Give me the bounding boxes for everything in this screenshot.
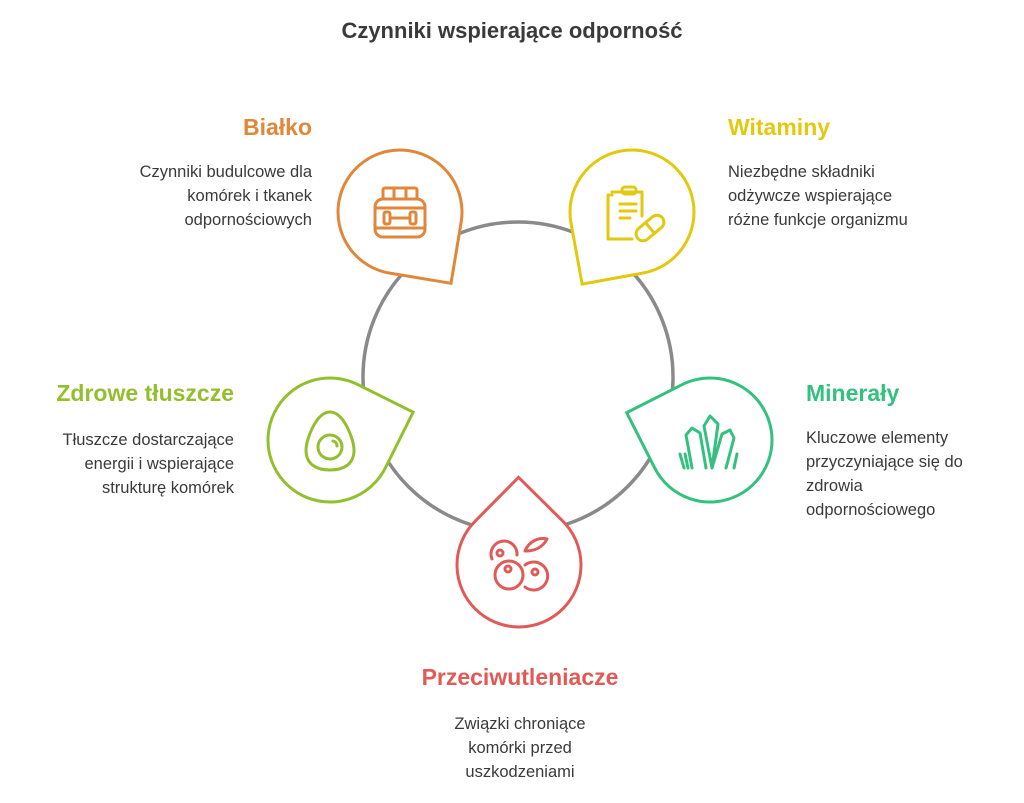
teardrop-shape [336,148,464,286]
teardrop-shape [624,376,774,504]
node-tluszcze [266,376,416,504]
desc-line: Niezbędne składniki [728,163,875,181]
teardrop-shape [266,376,416,504]
desc-line: Tłuszcze dostarczające [62,431,235,449]
clipboard-pill-icon [606,185,666,243]
diagram-title: Czynniki wspierające odporność [341,18,683,43]
label-bialko: Białko [242,114,312,140]
avocado-icon [304,410,356,472]
label-zdrowe-tluszcze: Zdrowe tłuszcze [56,380,234,406]
label-witaminy: Witaminy [728,114,831,140]
berries-icon [489,537,550,592]
desc-line: różne funkcje organizmu [728,211,908,229]
desc-line: przyczyniające się do [806,453,963,471]
desc-bialko: Czynniki budulcowe dla komórek i tkanek … [140,160,312,232]
label-przeciwutleniacze: Przeciwutleniacze [421,664,619,690]
desc-line: strukturę komórek [101,479,234,497]
crystals-icon [678,414,739,470]
desc-line: odpornościowego [806,501,936,519]
desc-witaminy: Niezbędne składniki odżywcze wspierające… [728,160,908,232]
desc-line: uszkodzeniami [465,763,575,781]
teardrop-shape [568,148,696,286]
node-bialko [336,148,464,286]
teardrop-shape [455,475,583,629]
protein-jar-icon [373,186,427,239]
desc-line: komórek i tkanek [187,187,312,205]
desc-line: komórki przed [468,739,572,757]
desc-line: energii i wspierające [84,455,235,473]
node-przeciwutleniacze [455,475,583,629]
desc-line: Związki chroniące [454,715,586,733]
desc-line: odpornościowych [184,211,313,229]
desc-przeciwutleniacze: Związki chroniące komórki przed uszkodze… [320,712,720,784]
desc-line: Czynniki budulcowe dla [139,163,312,181]
desc-zdrowe-tluszcze: Tłuszcze dostarczające energii i wspiera… [63,428,235,500]
desc-line: Kluczowe elementy [806,429,949,447]
node-witaminy [568,148,696,286]
node-mineraly [624,376,774,504]
desc-line: zdrowia [806,477,863,495]
desc-line: odżywcze wspierające [728,187,893,205]
label-mineraly: Minerały [806,380,900,406]
desc-mineraly: Kluczowe elementy przyczyniające się do … [806,426,963,522]
